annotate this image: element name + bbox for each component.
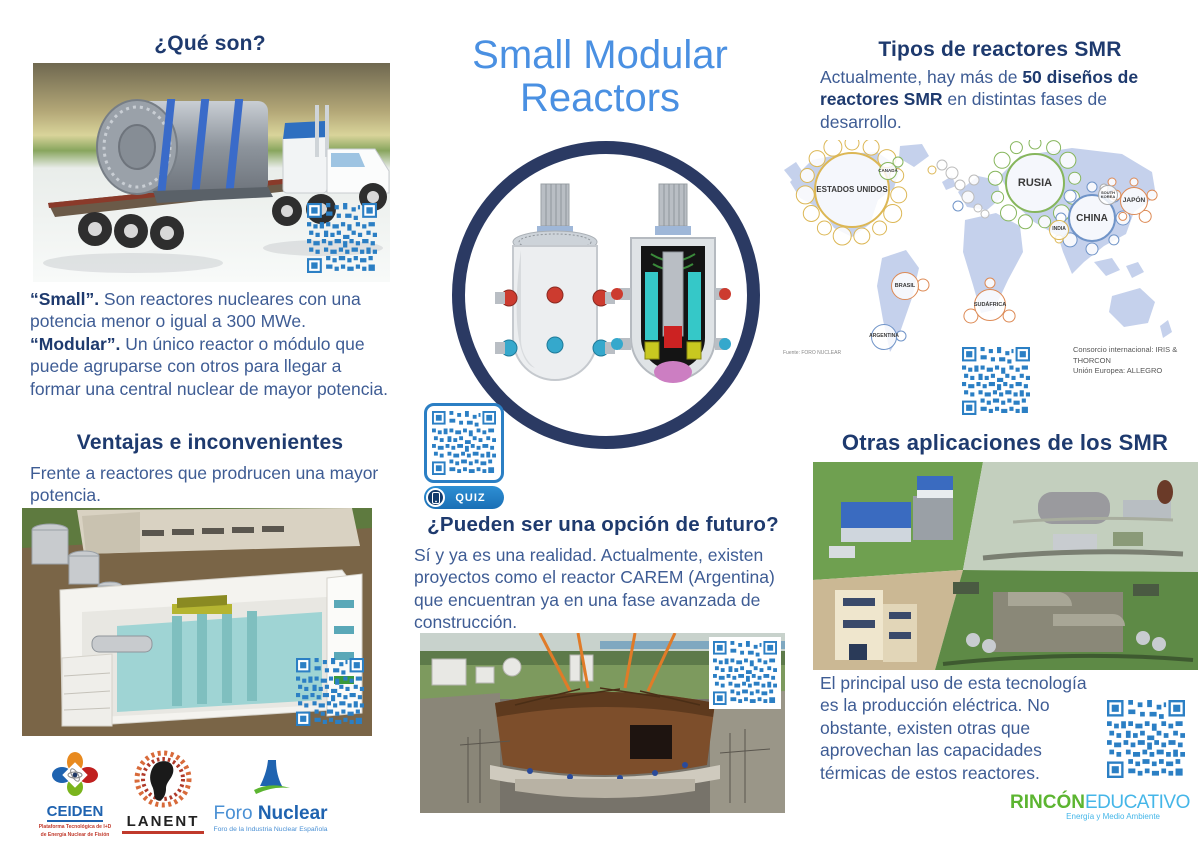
paragraph-futuro: Sí y ya es una realidad. Actualmente, ex… xyxy=(414,545,775,633)
qr-code-ventajas xyxy=(296,658,364,726)
map-country-japon: JAPÓN xyxy=(1120,187,1148,215)
paragraph-small: “Small”. Son reactores nucleares con una… xyxy=(30,289,361,332)
quiz-qr-frame xyxy=(424,403,504,483)
map-source-caption: Fuente: FORO NUCLEAR xyxy=(783,350,842,356)
quiz-button[interactable]: QUIZ xyxy=(424,486,504,509)
paragraph-modular: “Modular”. Un único reactor o módulo que… xyxy=(30,334,388,399)
map-country-rusia: RUSIA xyxy=(1005,153,1065,213)
modular-term: “Modular”. xyxy=(30,334,121,354)
heading-ventajas: Ventajas e inconvenientes xyxy=(76,431,344,454)
page-title: Small Modular Reactors xyxy=(472,33,728,121)
lanent-emblem-icon xyxy=(134,750,192,808)
heading-futuro: ¿Pueden ser una opción de futuro? xyxy=(427,513,779,536)
map-country-sudafrica: SUDÁFRICA xyxy=(974,289,1006,321)
qr-code-quiz xyxy=(432,411,496,475)
paragraph-tipos: Actualmente, hay más de 50 diseños de re… xyxy=(820,67,1139,132)
ceiden-emblem-icon xyxy=(52,752,98,796)
paragraph-ventajas: Frente a reactores que prodrucen una may… xyxy=(30,463,379,506)
map-country-canada: CANADÁ xyxy=(878,162,898,180)
smr-world-map: ESTADOS UNIDOS RUSIA CHINA JAPÓN CANADÁ … xyxy=(782,140,1200,358)
map-country-india: INDIA xyxy=(1049,220,1069,240)
heading-que-son: ¿Qué son? xyxy=(154,32,266,55)
nuclear-word: Nuclear xyxy=(257,803,328,824)
ceiden-logo: CEIDEN Plataforma Tecnológica de I+D de … xyxy=(35,752,115,839)
smr-applications-collage-image xyxy=(813,462,1198,670)
educativo-word: EDUCATIVO xyxy=(1084,792,1190,813)
qr-code-otras xyxy=(1107,700,1185,778)
lanent-logo-text: LANENT xyxy=(126,813,200,830)
qr-code-tipos xyxy=(962,347,1030,415)
truck-transport-image xyxy=(33,63,390,282)
rincon-word: RINCÓN xyxy=(1010,792,1085,813)
phone-icon xyxy=(426,488,445,507)
rincon-tagline: Energía y Medio Ambiente xyxy=(1066,812,1160,821)
heading-tipos: Tipos de reactores SMR xyxy=(878,38,1122,61)
quiz-button-label: QUIZ xyxy=(455,491,486,504)
qr-code-futuro xyxy=(709,637,781,709)
plant-cutaway-image xyxy=(22,508,372,736)
heading-otras: Otras aplicaciones de los SMR xyxy=(841,430,1169,455)
paragraph-otras: El principal uso de esta tecnología es l… xyxy=(820,673,1087,783)
ceiden-tagline-2: de Energía Nuclear de Fisión xyxy=(40,831,110,838)
map-country-estados-unidos: ESTADOS UNIDOS xyxy=(814,152,890,228)
foro-tagline: Foro de la Industria Nuclear Española xyxy=(213,826,328,833)
carem-construction-image xyxy=(420,633,785,813)
rincon-educativo-logo: RINCÓNEDUCATIVO Energía y Medio Ambiente xyxy=(1010,792,1190,821)
lanent-tagline-bar xyxy=(122,831,204,834)
lanent-logo: LANENT xyxy=(118,750,208,834)
ceiden-tagline-1: Plataforma Tecnológica de I+D xyxy=(38,824,112,830)
map-country-south-korea: SOUTH KOREA xyxy=(1098,185,1118,205)
ceiden-logo-text: CEIDEN xyxy=(46,803,104,822)
intro-bold-text: 50 diseños de reactores SMR xyxy=(820,67,1139,110)
foro-nuclear-logo: Foro Nuclear Foro de la Industria Nuclea… xyxy=(208,758,333,833)
map-country-argentina: ARGENTINA xyxy=(869,324,899,350)
map-country-brasil: BRASIL xyxy=(891,272,919,300)
cooling-tower-icon xyxy=(253,760,290,794)
reactor-circle-illustration xyxy=(452,141,760,449)
qr-code-que-son xyxy=(307,203,377,273)
foro-word: Foro xyxy=(213,803,258,824)
small-term: “Small”. xyxy=(30,289,100,309)
map-notes: Consorcio internacional: IRIS & THORCON … xyxy=(1073,345,1178,375)
